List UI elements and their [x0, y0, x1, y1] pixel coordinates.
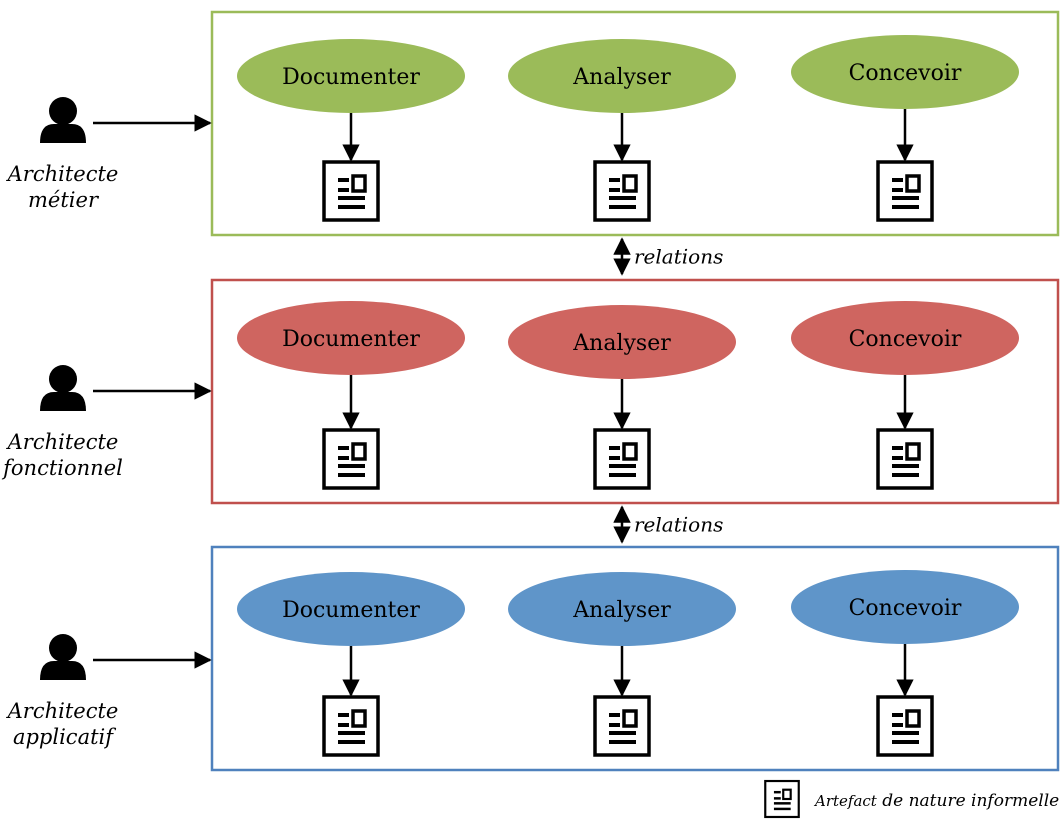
activity-analyser: Analyser [508, 39, 736, 222]
person-icon [40, 365, 86, 411]
document-icon [876, 428, 934, 490]
document-icon [322, 160, 380, 222]
legend: Artefact de nature informelle [764, 779, 1059, 819]
relation-link: relations [613, 237, 723, 276]
activity-ellipse [791, 35, 1019, 109]
activity-ellipse [508, 39, 736, 113]
activity-label: Concevoir [849, 61, 962, 86]
layer-frame [210, 278, 1060, 505]
activity-concevoir: Concevoir [791, 35, 1019, 222]
activity-ellipse [791, 570, 1019, 644]
document-icon [322, 695, 380, 757]
activity-label: Documenter [282, 327, 420, 352]
activity-ellipse [508, 305, 736, 379]
activity-label: Analyser [572, 331, 671, 356]
activity-ellipse [791, 301, 1019, 375]
activity-label: Documenter [282, 65, 420, 90]
activity-documenter: Documenter [237, 572, 465, 757]
relation-label: relations [634, 245, 723, 269]
document-icon [876, 160, 934, 222]
legend-label: Artefact de nature informelle [813, 791, 1059, 811]
activity-ellipse [237, 39, 465, 113]
activity-label: Concevoir [849, 596, 962, 621]
document-icon [322, 428, 380, 490]
activity-ellipse [237, 301, 465, 375]
activity-analyser: Analyser [508, 572, 736, 757]
activity-concevoir: Concevoir [791, 301, 1019, 490]
person-icon [40, 634, 86, 680]
layer-frame [210, 10, 1060, 237]
document-icon [593, 428, 651, 490]
person-icon [40, 97, 86, 143]
document-icon [876, 695, 934, 757]
activity-label: Concevoir [849, 327, 962, 352]
document-icon [593, 695, 651, 757]
layer-frame [210, 545, 1060, 772]
activity-label: Documenter [282, 598, 420, 623]
document-icon [593, 160, 651, 222]
activity-label: Analyser [572, 598, 671, 623]
relation-label: relations [634, 513, 723, 537]
document-icon [764, 779, 800, 819]
activity-label: Analyser [572, 65, 671, 90]
activity-concevoir: Concevoir [791, 570, 1019, 757]
relation-link: relations [613, 505, 723, 544]
activity-ellipse [508, 572, 736, 646]
activity-documenter: Documenter [237, 301, 465, 490]
activity-ellipse [237, 572, 465, 646]
activity-analyser: Analyser [508, 305, 736, 490]
activity-documenter: Documenter [237, 39, 465, 222]
